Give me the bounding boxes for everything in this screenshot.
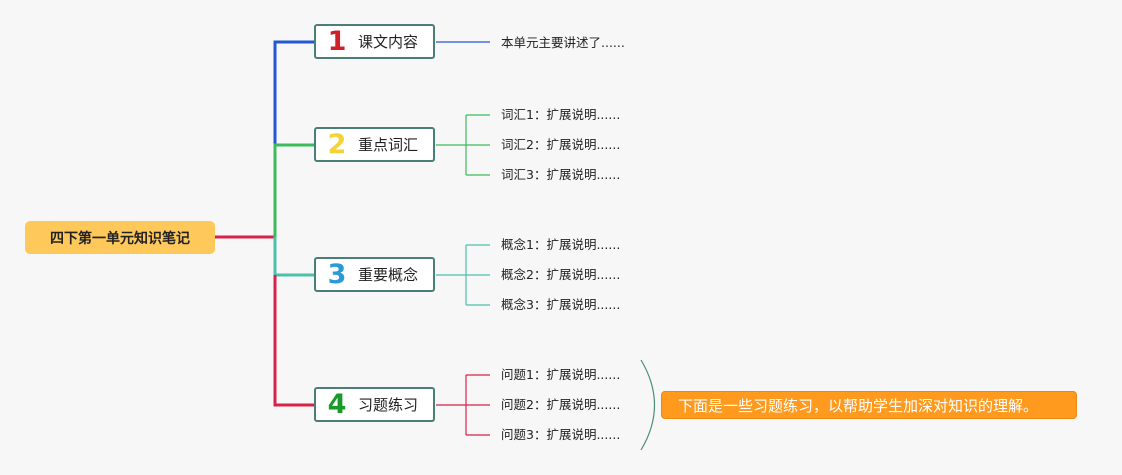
leaf-3-2[interactable]: 概念2：扩展说明...... [501,267,621,282]
topic-2-label: 重点词汇 [358,136,419,154]
summary-note-text: 下面是一些习题练习，以帮助学生加深对知识的理解。 [678,396,1039,415]
topic-1[interactable]: 1 课文内容 [314,24,435,59]
leaf-connectors-4 [436,374,490,436]
topic-4[interactable]: 4 习题练习 [314,387,435,422]
topic-2-number: 2 [327,129,347,160]
topic-3-number: 3 [327,259,347,290]
central-topic-label: 四下第一单元知识笔记 [50,230,190,247]
topic-1-label: 课文内容 [358,33,419,51]
topic-1-number: 1 [327,26,347,57]
summary-note[interactable]: 下面是一些习题练习，以帮助学生加深对知识的理解。 [661,391,1077,419]
topic-4-label: 习题练习 [358,396,419,414]
central-topic[interactable]: 四下第一单元知识笔记 [25,221,215,254]
branch-4-trunk [273,275,314,407]
branch-2-trunk [273,143,314,237]
leaf-4-3[interactable]: 问题3：扩展说明...... [501,427,621,442]
leaf-4-1[interactable]: 问题1：扩展说明...... [501,367,621,382]
leaf-2-3[interactable]: 词汇3：扩展说明...... [501,167,621,182]
leaf-connectors-2 [436,114,490,176]
leaf-4-2[interactable]: 问题2：扩展说明...... [501,397,621,412]
branch-1-trunk [273,40,314,145]
leaf-2-1[interactable]: 词汇1：扩展说明...... [501,107,621,122]
leaf-connectors-3 [436,244,490,306]
leaf-3-3[interactable]: 概念3：扩展说明...... [501,297,621,312]
topic-4-number: 4 [327,389,347,420]
branch-3-trunk [273,237,314,277]
leaf-3-1[interactable]: 概念1：扩展说明...... [501,237,621,252]
leaf-2-2[interactable]: 词汇2：扩展说明...... [501,137,621,152]
topic-3[interactable]: 3 重要概念 [314,257,435,292]
topic-3-label: 重要概念 [358,266,419,284]
leaf-1-1[interactable]: 本单元主要讲述了...... [501,35,625,50]
topic-2[interactable]: 2 重点词汇 [314,127,435,162]
summary-bracket [640,359,656,451]
